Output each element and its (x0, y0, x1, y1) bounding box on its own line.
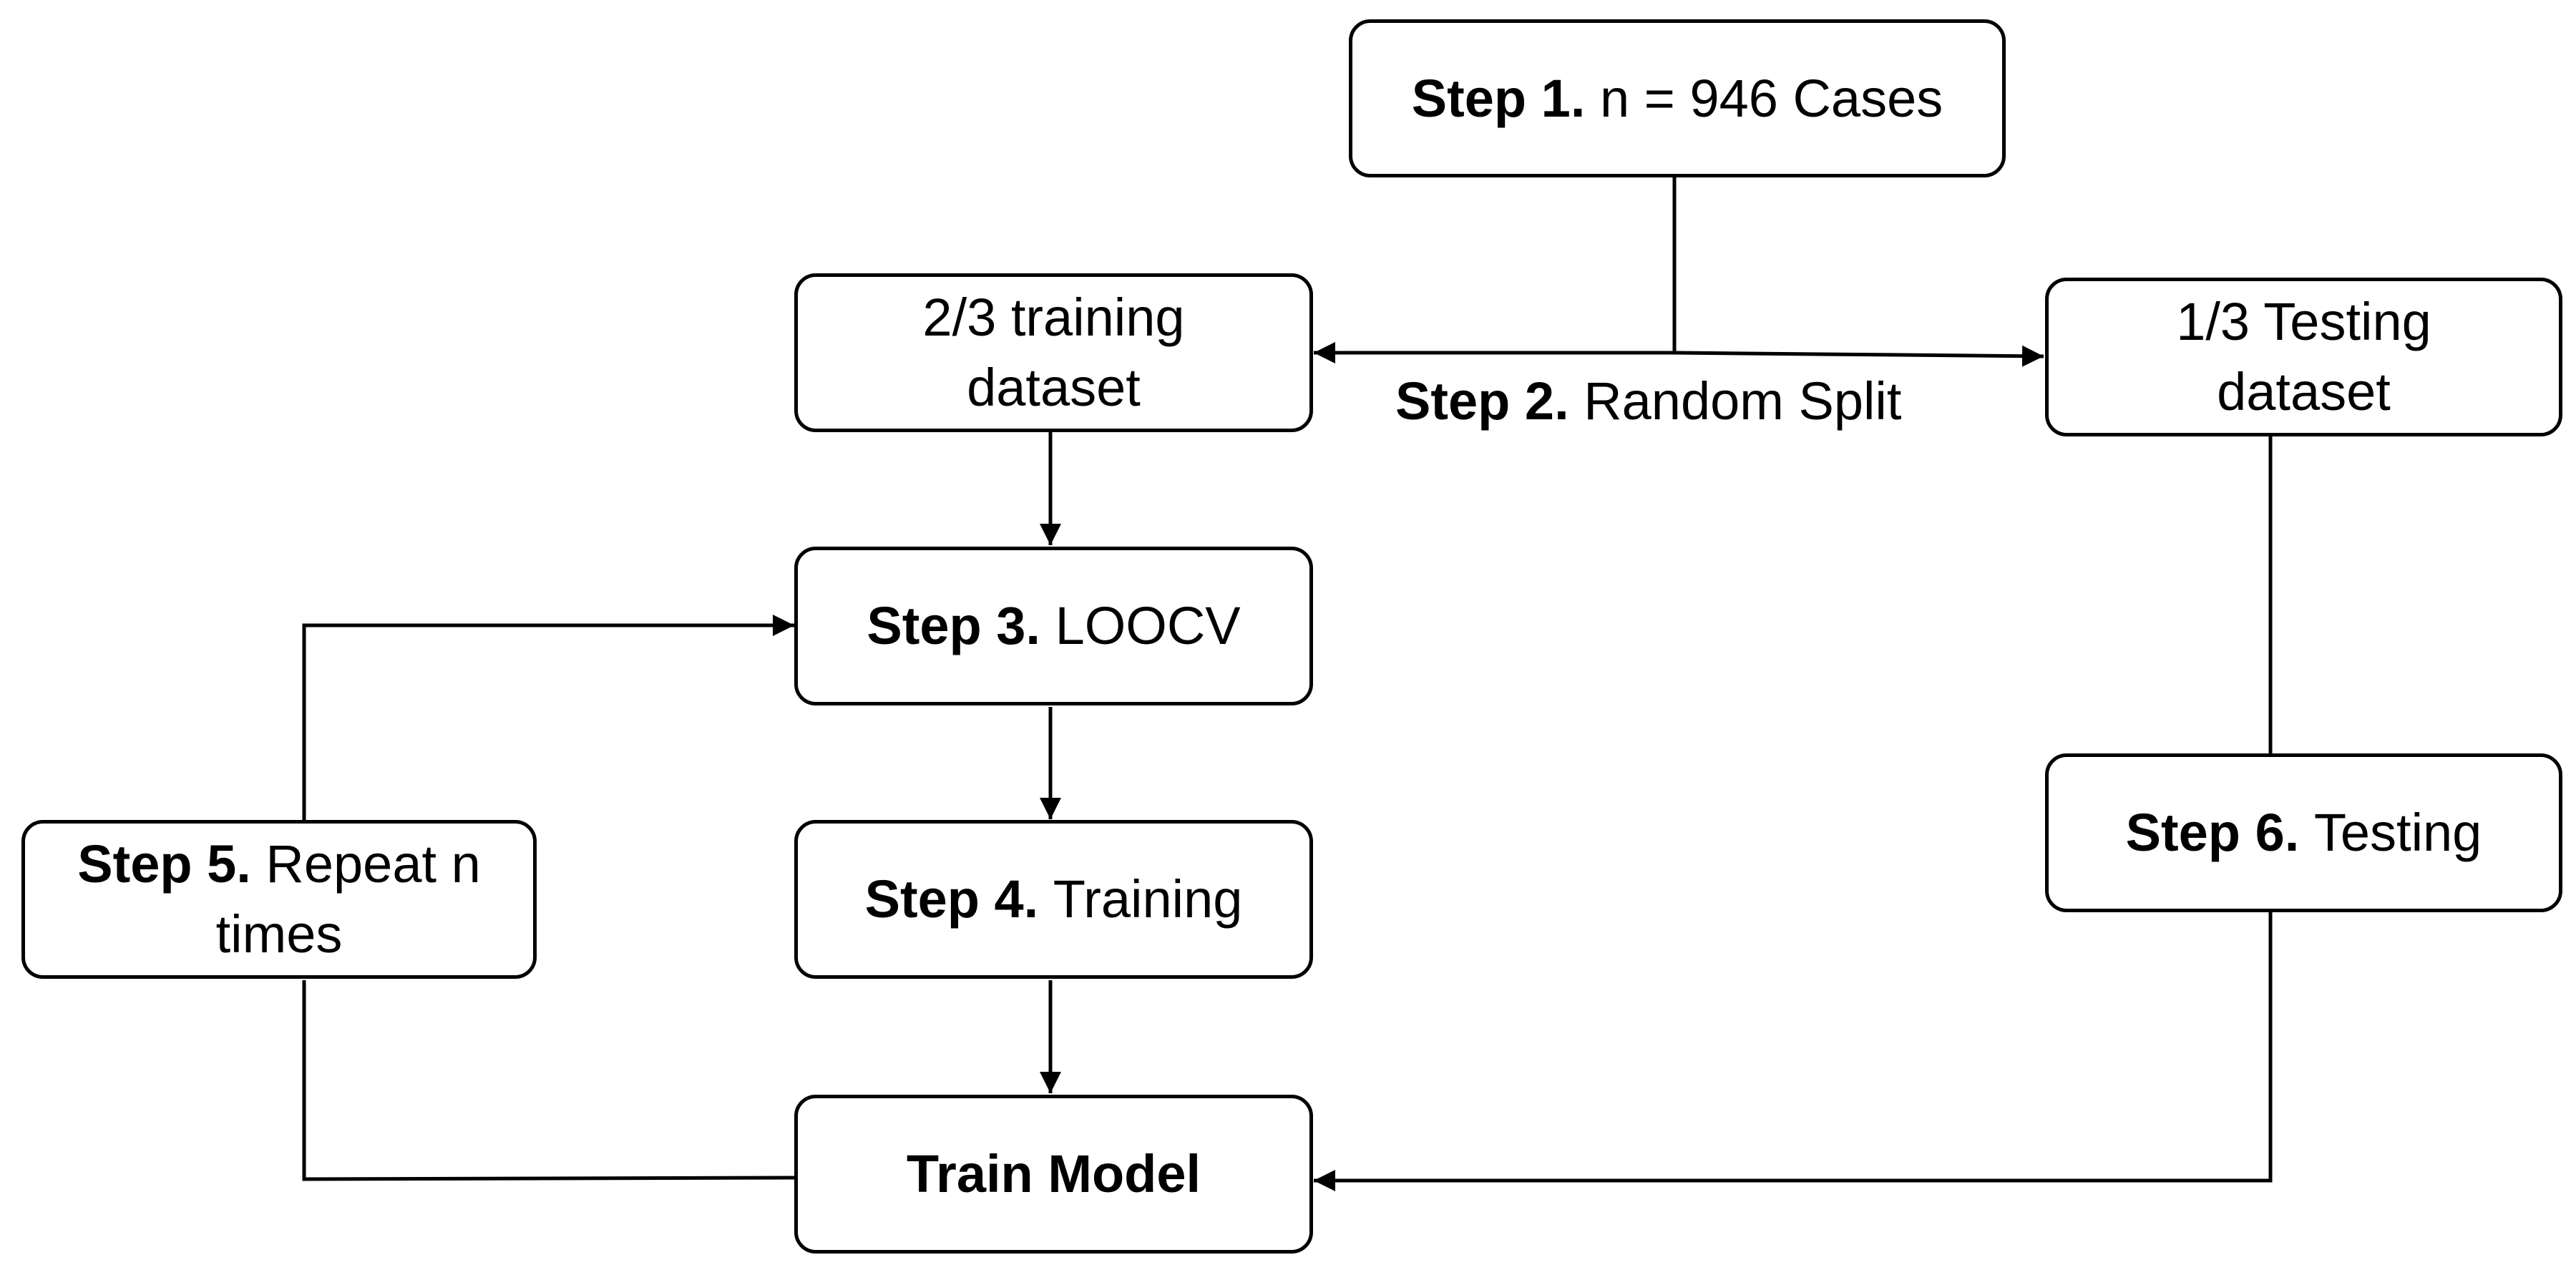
node-step5: Step 5. Repeat n times (21, 820, 537, 979)
arrow-to-testing-dataset (1674, 345, 2044, 367)
node-train-model: Train Model (794, 1095, 1313, 1254)
node-testing-dataset: 1/3 Testing dataset (2045, 278, 2562, 436)
node-step3: Step 3. LOOCV (794, 547, 1313, 705)
node-train-model-label: Train Model (906, 1144, 1201, 1204)
edge-label-step2: Step 2. Random Split (1395, 371, 1901, 431)
node-training-line2: dataset (967, 358, 1141, 417)
node-step3-bold: Step 3. (867, 596, 1040, 656)
node-step6-text: Testing (2313, 803, 2482, 863)
node-step1-text: n = 946 Cases (1599, 68, 1943, 128)
node-step5-bold: Step 5. (77, 834, 251, 894)
arrow-step6-to-train-model (1314, 912, 2273, 1191)
node-step4-text: Training (1053, 869, 1243, 929)
arrow-step5-to-step3 (302, 615, 794, 820)
node-training-dataset: 2/3 training dataset (794, 273, 1313, 432)
node-training-line1: 2/3 training (922, 288, 1185, 348)
node-step3-text: LOOCV (1055, 596, 1241, 656)
node-step1-bold: Step 1. (1411, 68, 1586, 128)
connector-train-model-to-step5 (302, 980, 796, 1181)
node-testing-line1: 1/3 Testing (2176, 292, 2431, 352)
edge-label-step2-text: Random Split (1584, 371, 1902, 431)
node-step6-bold: Step 6. (2125, 803, 2300, 863)
edge-label-step2-bold: Step 2. (1395, 371, 1569, 431)
node-step6: Step 6. Testing (2045, 753, 2562, 912)
node-step4: Step 4. Training (794, 820, 1313, 979)
node-step5-text: Repeat n times (215, 834, 481, 964)
node-testing-line2: dataset (2217, 362, 2391, 421)
node-step4-bold: Step 4. (864, 869, 1039, 929)
node-step1: Step 1. n = 946 Cases (1349, 19, 2006, 177)
